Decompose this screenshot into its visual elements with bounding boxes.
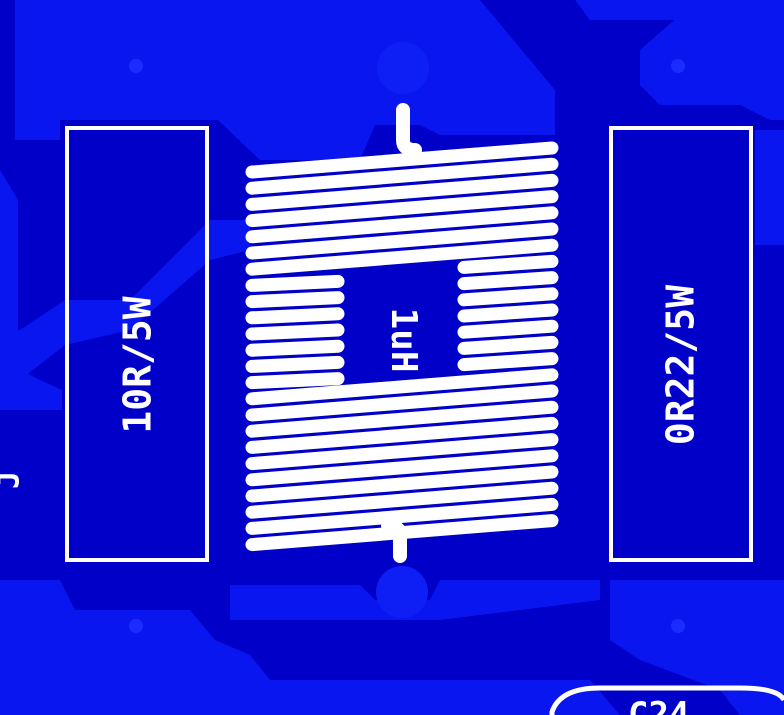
coil-winding	[245, 190, 559, 228]
coil-winding-right	[457, 335, 559, 355]
inductor-coil	[245, 141, 559, 552]
coil-winding	[245, 465, 559, 503]
inductor-lead-top	[396, 103, 422, 157]
coil-winding-right	[457, 271, 559, 291]
coil-winding	[245, 222, 559, 260]
capacitor-outline	[549, 685, 784, 715]
coil-winding	[245, 173, 559, 211]
coil-winding	[245, 368, 559, 406]
coil-winding	[245, 433, 559, 471]
coil-winding-right	[457, 287, 559, 307]
coil-winding-left	[245, 339, 345, 357]
coil-winding-right	[457, 319, 559, 339]
coil-winding-left	[245, 274, 345, 292]
coil-winding	[245, 449, 559, 487]
coil-winding-right	[457, 254, 559, 274]
resistor-left-outline	[65, 126, 209, 562]
coil-winding	[245, 400, 559, 438]
label-capacitor: C24	[628, 695, 689, 715]
coil-winding	[245, 206, 559, 244]
label-resistor-left: 10R/5W	[116, 296, 160, 433]
coil-winding	[245, 384, 559, 422]
coil-winding-left	[245, 291, 345, 309]
coil-winding-right	[457, 303, 559, 323]
coil-winding	[245, 481, 559, 519]
coil-winding	[245, 497, 559, 535]
resistor-right-outline	[609, 126, 753, 562]
coil-winding-left	[245, 355, 345, 373]
label-inductor: 1uH	[383, 307, 424, 372]
inductor-pad-bottom	[376, 566, 428, 618]
coil-winding	[245, 157, 559, 195]
coil-winding-left	[245, 307, 345, 325]
coil-winding	[245, 238, 559, 276]
coil-winding-left	[245, 323, 345, 341]
coil-winding	[245, 416, 559, 454]
label-resistor-right: 0R22/5W	[659, 285, 703, 445]
coil-winding-right	[457, 352, 559, 372]
coil-winding-left	[245, 372, 345, 390]
coil-winding	[245, 141, 559, 179]
edge-partial-text: J	[0, 471, 27, 489]
coil-winding	[245, 514, 559, 552]
inductor-pad-top	[377, 42, 429, 94]
vias	[129, 59, 685, 633]
